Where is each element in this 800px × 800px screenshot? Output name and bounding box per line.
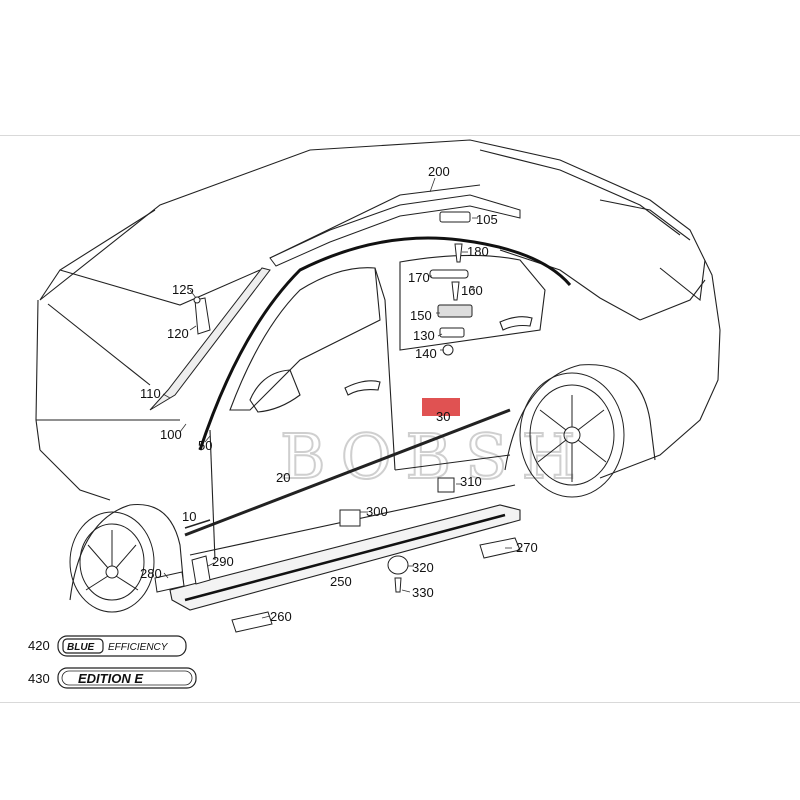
part-105: [439, 211, 471, 223]
part-170: [429, 269, 469, 279]
callout-430: 430: [28, 671, 50, 686]
leader-lines: [162, 177, 512, 619]
callout-420: 420: [28, 638, 50, 653]
side-skirt: [169, 504, 521, 611]
top-frame-line: [0, 135, 800, 136]
callout-120: 120: [167, 326, 189, 341]
part-150: [437, 304, 473, 318]
part-140: [442, 344, 454, 356]
callout-110: 110: [140, 386, 161, 401]
part-310: [437, 477, 455, 493]
part-320: [387, 555, 409, 575]
part-160: [451, 281, 460, 301]
callout-280: 280: [140, 566, 162, 581]
callout-10: 10: [182, 509, 196, 524]
belt-moulding: [184, 408, 511, 537]
callout-260: 260: [270, 609, 292, 624]
front-wheel: [69, 511, 155, 613]
badge-blue-word: BLUE: [67, 642, 95, 653]
bottom-frame-line: [0, 702, 800, 703]
rear-wheel: [519, 372, 625, 498]
badge-edition-text: EDITION E: [78, 671, 143, 686]
part-300: [339, 509, 361, 527]
badge-edition-e: EDITION E: [57, 667, 197, 689]
highlight-30: [422, 398, 460, 416]
callout-300: 300: [366, 504, 388, 519]
callout-150: 150: [410, 308, 432, 323]
callout-180: 180: [467, 244, 489, 259]
part-280: [154, 571, 185, 593]
part-120: [194, 297, 211, 335]
callout-170: 170: [408, 270, 430, 285]
callout-330: 330: [412, 585, 434, 600]
watermark-text: BOBSH: [280, 420, 590, 493]
callout-250: 250: [330, 574, 352, 589]
callout-140: 140: [415, 346, 437, 361]
callout-105: 105: [476, 212, 498, 227]
part-180: [454, 243, 463, 263]
badge-blue-efficiency: BLUE EFFICIENCY: [57, 635, 187, 657]
car-outline: [35, 139, 721, 601]
callout-labels: 200 105 180 170 160 150 130 140 125 120 …: [28, 164, 538, 686]
roof-rails: [149, 194, 572, 451]
part-270: [479, 537, 521, 559]
callout-100: 100: [160, 427, 182, 442]
callout-320: 320: [412, 560, 434, 575]
callout-200: 200: [428, 164, 450, 179]
part-260: [231, 611, 273, 633]
callout-130: 130: [413, 328, 435, 343]
callout-50: 50: [198, 438, 212, 453]
part-330: [394, 577, 402, 593]
callout-310: 310: [460, 474, 482, 489]
callout-290: 290: [212, 554, 234, 569]
part-130: [439, 327, 465, 338]
callout-20: 20: [276, 470, 290, 485]
callout-270: 270: [516, 540, 538, 555]
badge-efficiency-word: EFFICIENCY: [108, 642, 169, 653]
part-125: [193, 296, 201, 304]
callout-160: 160: [461, 283, 483, 298]
callout-125: 125: [172, 282, 194, 297]
small-parts: [154, 211, 521, 633]
part-290: [191, 555, 211, 585]
callout-30: 30: [436, 409, 450, 424]
